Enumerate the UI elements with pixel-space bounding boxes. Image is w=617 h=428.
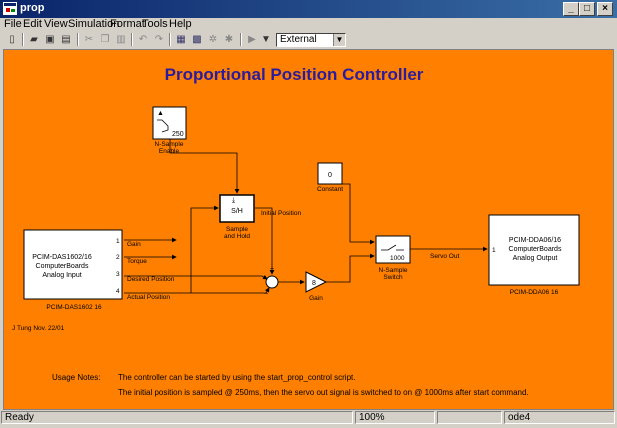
nsample-switch-block[interactable]: 1000 [375,235,411,264]
copy-icon[interactable]: ❐ [100,34,110,45]
usage-note-line-1: The controller can be started by using t… [118,373,355,382]
analog-output-line2: ComputerBoards [509,246,562,253]
play-icon[interactable]: ▶ [248,34,256,45]
signal-initial-label: Initial Position [261,210,301,217]
menu-file[interactable]: File [4,18,22,30]
signal-gain-label: Gain [127,241,141,248]
usage-note-line-2: The initial position is sampled @ 250ms,… [118,388,529,397]
sample-hold-name-2: and Hold [224,233,250,240]
status-solver: ode4 [504,411,615,424]
nsample-enable-name: N-Sample [155,141,184,148]
menu-format[interactable]: Format [110,18,145,30]
sample-hold-block[interactable]: S/H ⤓ [219,194,255,223]
menu-tools[interactable]: Tools [142,18,168,30]
toolbar-separator [22,33,24,46]
print-icon[interactable]: ▤ [61,34,71,45]
signal-torque-label: Torque [127,258,147,265]
toolbar-separator [240,33,242,46]
signal-actual-label: Actual Position [127,294,170,301]
menu-simulation[interactable]: Simulation [68,18,120,30]
sum-bottom-sign: − [264,289,269,298]
gain-name: Gain [309,295,323,302]
nsample-switch-value: 1000 [390,255,405,262]
gain-value: 8 [312,280,316,287]
usage-notes-label: Usage Notes: [52,373,100,382]
menu-edit[interactable]: Edit [23,18,42,30]
nsample-enable-value: 250 [172,131,184,138]
minimize-button[interactable]: _ [563,2,579,16]
toolbar-separator [77,33,79,46]
signal-servo-out-label: Servo Out [430,253,459,260]
menu-help[interactable]: Help [169,18,192,30]
nsample-switch-name: N-Sample [379,267,408,274]
status-empty [437,411,502,424]
library-browser-icon[interactable]: ▦ [176,34,186,45]
new-icon[interactable]: ▯ [9,34,15,45]
model-explorer-icon[interactable]: ▩ [192,34,202,45]
analog-input-name: PCIM-DAS1602 16 [46,304,102,311]
analog-output-block[interactable]: PCIM-DDA06/16 ComputerBoards Analog Outp… [488,214,580,286]
menu-bar: File Edit View Simulation Format Tools H… [0,18,617,32]
nsample-enable-block[interactable]: ▲ 250 [152,106,187,140]
simulation-mode-select[interactable]: External ▼ [276,33,346,47]
sample-hold-label: S/H [231,208,243,215]
analog-input-line3: Analog Input [42,272,81,279]
simulation-mode-value: External [280,34,317,45]
toolbar: ▯ ▰ ▣ ▤ ✂ ❐ ▥ ↶ ↷ ▦ ▩ ✲ ✱ ▶ ▼ [0,32,617,48]
diagram-title: Proportional Position Controller [165,65,424,84]
analog-output-name: PCIM-DDA06 16 [510,289,559,296]
port-2: 2 [116,254,120,261]
status-bar: Ready 100% ode4 [0,409,617,428]
cut-icon[interactable]: ✂ [84,34,94,45]
sample-hold-name: Sample [226,226,248,233]
analog-input-line1: PCIM-DAS1602/16 [32,254,92,261]
save-icon[interactable]: ▣ [45,34,55,45]
analog-input-block[interactable]: PCIM-DAS1602/16 ComputerBoards Analog In… [23,229,123,300]
model-canvas[interactable]: Proportional Position Controller ▲ 250 N… [3,49,614,410]
analog-output-line3: Analog Output [513,255,558,262]
debug-icon[interactable]: ✲ [208,34,218,45]
port-3: 3 [116,271,120,278]
toolbar-separator [131,33,133,46]
redo-icon[interactable]: ↷ [154,34,164,45]
constant-block[interactable]: 0 [317,162,343,185]
status-zoom: 100% [355,411,435,424]
open-folder-icon[interactable]: ▰ [30,34,38,45]
paste-icon[interactable]: ▥ [116,34,126,45]
status-ready: Ready [1,411,353,424]
trigger-icon: ⤓ [232,197,235,204]
gain-block[interactable]: 8 [305,271,328,293]
constant-name: Constant [317,186,343,193]
enable-up-arrow: ▲ [157,110,164,117]
nsample-enable-name-2: Enable [159,148,180,155]
toolbar-separator [169,33,171,46]
analog-input-line2: ComputerBoards [36,263,89,270]
block-diagram: Proportional Position Controller ▲ 250 N… [12,65,580,397]
simulink-icon [3,2,17,15]
chevron-down-icon[interactable]: ▼ [333,34,345,46]
analog-output-line1: PCIM-DDA06/16 [509,237,561,244]
close-button[interactable]: × [597,2,613,16]
maximize-button[interactable]: □ [579,2,595,16]
constant-value: 0 [328,172,332,179]
output-port-1: 1 [492,247,496,254]
nsample-switch-name-2: Switch [383,274,403,281]
signal-desired-label: Desired Position [127,276,175,283]
connect-target-icon[interactable]: ▼ [261,34,271,45]
window-title: prop [20,2,45,14]
signal-lines [124,139,488,294]
port-4: 4 [116,288,120,295]
port-1: 1 [116,238,120,245]
menu-view[interactable]: View [44,18,68,30]
title-bar: prop _ □ × [0,0,617,18]
undo-icon[interactable]: ↶ [138,34,148,45]
author-note: J Tung Nov. 22/01 [12,325,65,332]
settings-icon[interactable]: ✱ [224,34,234,45]
